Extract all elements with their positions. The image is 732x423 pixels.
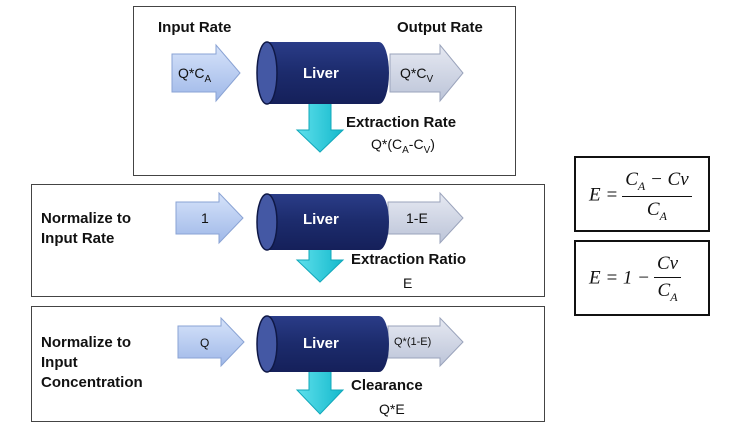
- extraction-ratio-title: Extraction Ratio: [351, 251, 467, 268]
- liver-cylinder: [256, 41, 389, 105]
- extraction-rate-title: Extraction Rate: [346, 114, 457, 131]
- input-flux-label: 1: [201, 210, 209, 226]
- input-flux-label: Q: [200, 336, 210, 350]
- equation-lhs: E =: [589, 184, 619, 206]
- liver-cylinder: [256, 193, 389, 251]
- input-arrow: [171, 43, 241, 103]
- input-rate-label: Input Rate: [158, 19, 232, 36]
- extraction-down-arrow: [295, 96, 345, 153]
- output-flux-label: 1-E: [406, 210, 428, 226]
- clearance-value: Q*E: [379, 401, 405, 417]
- input-arrow: [175, 191, 244, 245]
- extraction-rate-value: Q*(CA-CV): [371, 136, 435, 156]
- liver-label: Liver: [303, 65, 339, 82]
- output-arrow: [387, 191, 464, 245]
- output-rate-label: Output Rate: [397, 19, 483, 36]
- input-arrow: [177, 316, 245, 368]
- panel-label-line3: Concentration: [41, 374, 143, 391]
- output-flux-label: Q*CV: [400, 65, 434, 85]
- liver-label: Liver: [303, 335, 339, 352]
- clearance-title: Clearance: [351, 377, 423, 394]
- panel-label-line1: Normalize to: [41, 334, 132, 351]
- liver-label: Liver: [303, 211, 339, 228]
- output-arrow: [389, 43, 464, 103]
- output-arrow: [387, 316, 464, 368]
- equation-lhs: E = 1 −: [589, 267, 650, 289]
- extraction-ratio-value: E: [403, 275, 413, 291]
- panel-label-line2: Input: [41, 354, 78, 371]
- panel-label-line1: Normalize to: [41, 210, 132, 227]
- input-flux-label: Q*CA: [178, 65, 212, 85]
- liver-cylinder: [256, 315, 389, 373]
- output-flux-label: Q*(1-E): [394, 336, 432, 348]
- panel-label-line2: Input Rate: [41, 230, 115, 247]
